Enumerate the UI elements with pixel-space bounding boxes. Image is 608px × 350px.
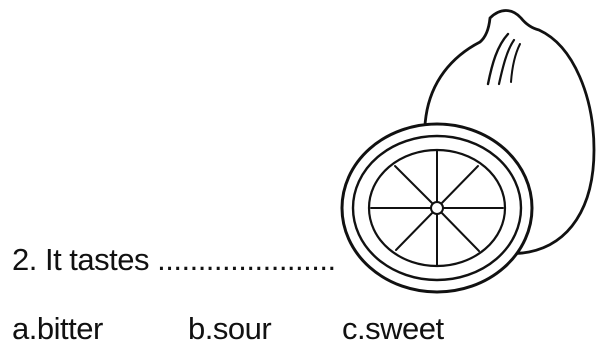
lemon-segments [370,149,504,267]
answer-options: a.bitter b.sour c.sweet [12,313,572,347]
segment-divider [436,165,479,209]
option-c[interactable]: c.sweet [342,311,444,346]
lemon-highlight [486,32,510,86]
segment-divider [436,207,480,252]
lemon-slice-center [430,201,444,215]
question-text: 2. It tastes ...................... [12,242,336,277]
segment-divider [394,165,438,209]
lemon-highlight-3 [510,43,521,83]
option-b[interactable]: b.sour [188,311,272,346]
lemon-highlight-2 [497,38,516,86]
option-a[interactable]: a.bitter [12,311,103,346]
segment-divider [395,207,438,251]
